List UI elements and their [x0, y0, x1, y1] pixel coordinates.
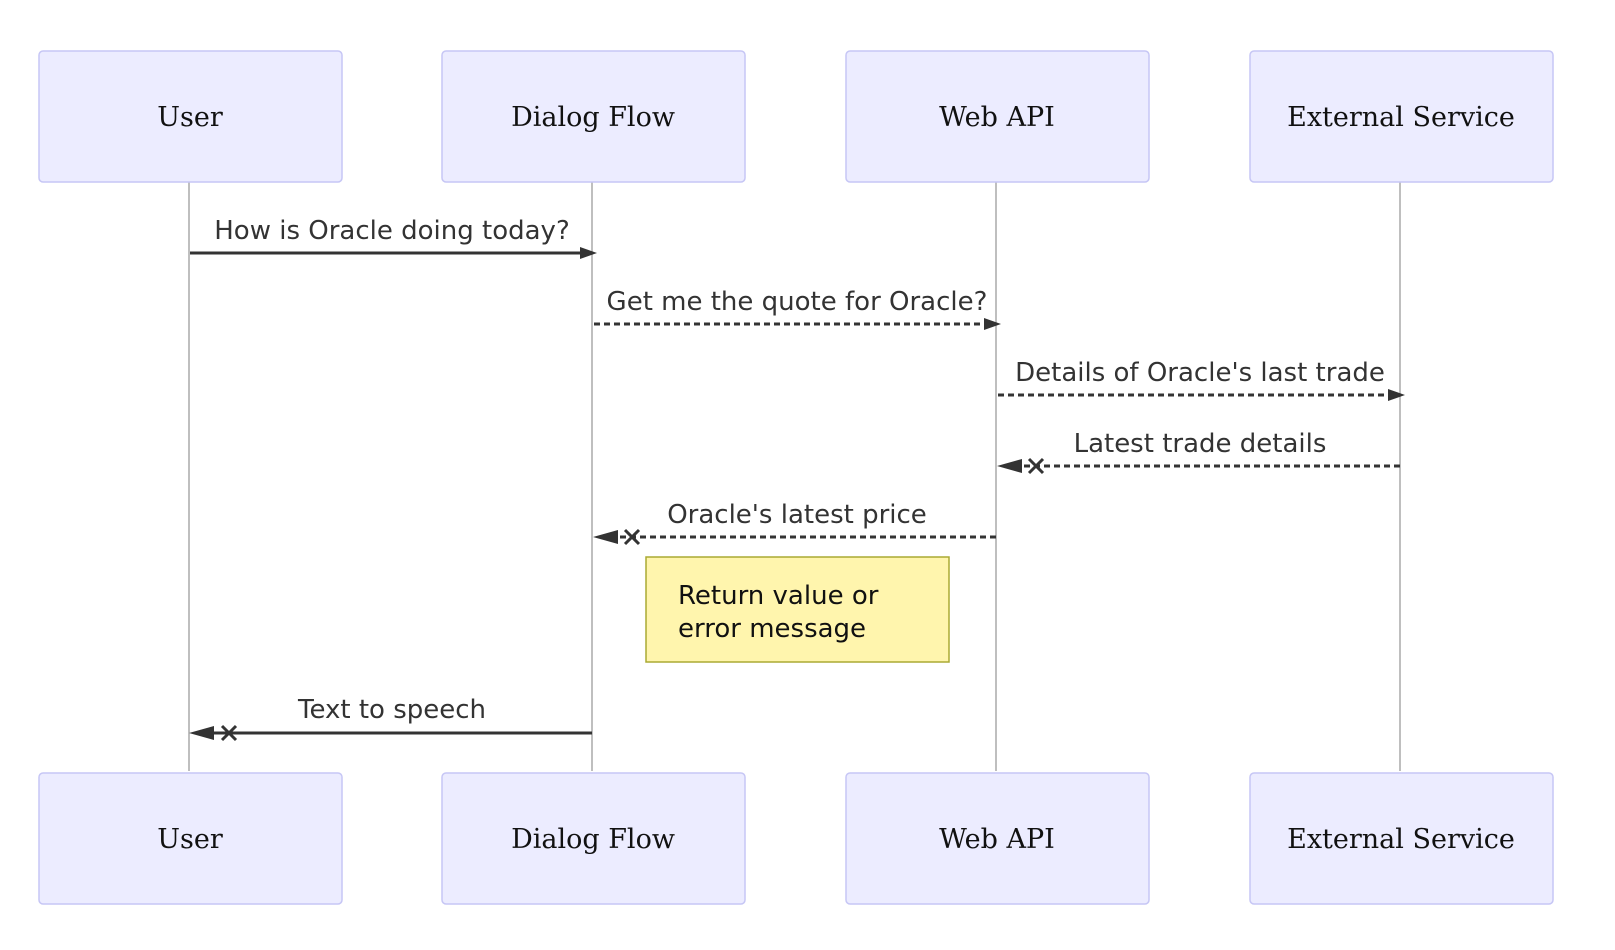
message-details-last-trade: Details of Oracle's last trade	[998, 358, 1405, 401]
message-latest-trade-details: Latest trade details	[997, 429, 1400, 475]
message-label: Latest trade details	[1074, 429, 1327, 459]
actor-label: Dialog Flow	[511, 102, 675, 133]
arrowhead-icon	[593, 530, 618, 544]
actor-bottom-user: User	[38, 772, 343, 905]
actor-label: Web API	[939, 824, 1055, 855]
actor-bottom-web-api: Web API	[845, 772, 1150, 905]
cross-icon	[220, 724, 238, 742]
message-oracles-latest-price: Oracle's latest price	[593, 500, 996, 546]
message-get-quote: Get me the quote for Oracle?	[594, 287, 1001, 330]
arrowhead-icon	[189, 726, 214, 740]
message-label: Oracle's latest price	[667, 500, 927, 530]
message-label: Details of Oracle's last trade	[1015, 358, 1385, 388]
actor-label: Dialog Flow	[511, 824, 675, 855]
actor-label: Web API	[939, 102, 1055, 133]
actor-top-user: User	[38, 50, 343, 183]
cross-icon	[623, 528, 641, 546]
message-label: Text to speech	[297, 695, 486, 725]
actor-top-external-service: External Service	[1249, 50, 1554, 183]
actor-bottom-external-service: External Service	[1249, 772, 1554, 905]
actor-top-dialog-flow: Dialog Flow	[441, 50, 746, 183]
arrowhead-icon	[580, 247, 597, 259]
actor-bottom-dialog-flow: Dialog Flow	[441, 772, 746, 905]
actor-top-web-api: Web API	[845, 50, 1150, 183]
actor-label: External Service	[1287, 824, 1515, 855]
note-line: error message	[678, 614, 866, 644]
actor-label: User	[157, 102, 223, 133]
note-return-value: Return value or error message	[645, 556, 950, 663]
message-how-is-oracle-doing: How is Oracle doing today?	[190, 216, 597, 259]
actor-label: External Service	[1287, 102, 1515, 133]
message-label: Get me the quote for Oracle?	[607, 287, 988, 317]
actor-label: User	[157, 824, 223, 855]
message-text-to-speech: Text to speech	[189, 695, 592, 742]
arrowhead-icon	[984, 318, 1001, 330]
arrowhead-icon	[1388, 389, 1405, 401]
message-label: How is Oracle doing today?	[214, 216, 570, 246]
note-line: Return value or	[678, 581, 879, 611]
cross-icon	[1027, 457, 1045, 475]
arrowhead-icon	[997, 459, 1022, 473]
